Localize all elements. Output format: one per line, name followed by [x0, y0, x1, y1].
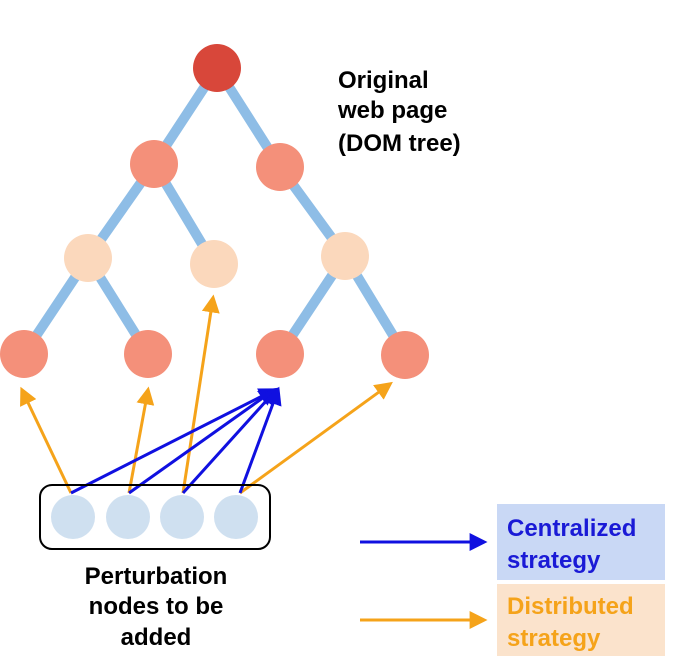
centralized-arrow: [128, 387, 277, 495]
level1-node: [256, 143, 304, 191]
root-node: [193, 44, 241, 92]
legend-centralized-box: [497, 504, 665, 580]
distributed-arrow: [20, 386, 73, 494]
tree-nodes: [0, 44, 429, 379]
legend-centralized-label: Centralized: [507, 515, 636, 542]
perturbation-node: [51, 495, 95, 539]
distributed-arrows: [20, 294, 393, 495]
distributed-arrow: [127, 386, 155, 494]
level2-node: [190, 240, 238, 288]
perturbation-label-line: Perturbation: [85, 563, 228, 590]
tree-label: Original web page (DOM tree): [337, 67, 461, 157]
tree-label-line: (DOM tree): [338, 130, 461, 157]
perturbation-label: Perturbation nodes to be added: [85, 563, 228, 651]
legend: Centralized strategy Distributed strateg…: [360, 504, 665, 656]
perturbation-node: [106, 495, 150, 539]
perturbation-label-line: added: [121, 624, 192, 651]
level2-node: [321, 232, 369, 280]
centralized-arrow: [238, 386, 282, 494]
distributed-arrow: [181, 294, 220, 494]
legend-distributed-label: strategy: [507, 625, 601, 652]
perturbation-nodes: [51, 495, 258, 539]
legend-distributed-label: Distributed: [507, 593, 634, 620]
tree-label-line: web page: [337, 97, 447, 124]
level1-node: [130, 140, 178, 188]
perturbation-group-box: [39, 484, 271, 550]
centralized-arrow: [181, 387, 279, 495]
leaf-node: [0, 330, 48, 378]
perturbation-label-line: nodes to be: [89, 593, 224, 620]
perturbation-node: [160, 495, 204, 539]
tree-label-line: Original: [338, 67, 429, 94]
perturbation-node: [214, 495, 258, 539]
leaf-node: [256, 330, 304, 378]
legend-distributed-box: [497, 584, 665, 656]
distributed-arrow: [239, 381, 393, 495]
level2-node: [64, 234, 112, 282]
legend-centralized-label: strategy: [507, 547, 601, 574]
leaf-node: [124, 330, 172, 378]
centralized-arrows: [70, 386, 282, 495]
leaf-node: [381, 331, 429, 379]
centralized-arrow: [70, 388, 278, 495]
